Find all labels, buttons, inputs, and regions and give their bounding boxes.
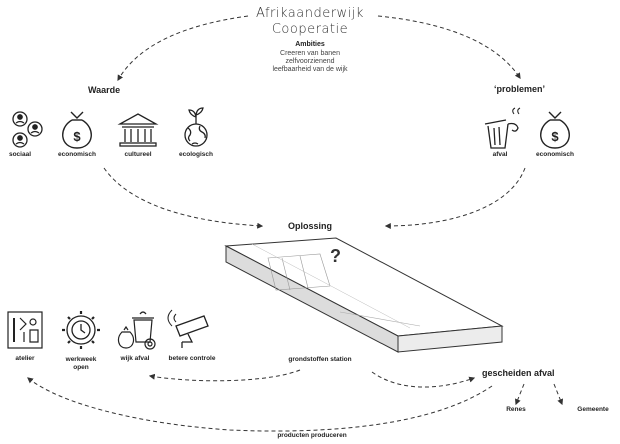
ambitie-item: Creeren van banen xyxy=(280,50,340,57)
money-bag-icon xyxy=(540,111,570,149)
gear-clock-icon xyxy=(62,311,100,349)
station-label: grondstoffen station xyxy=(288,356,352,363)
arrow-gescheiden-to-gemeente xyxy=(553,383,564,406)
oplossing-question-mark: ? xyxy=(330,246,341,266)
station-building xyxy=(224,237,504,353)
gescheiden-item-renes: Renes xyxy=(506,406,526,413)
outcome-label-atelier: atelier xyxy=(15,355,35,362)
outcome-label-werkweek: werkweek open xyxy=(65,356,97,371)
money-bag-icon xyxy=(62,111,92,149)
arrow-gescheiden-to-producten xyxy=(27,377,493,432)
earth-plant-icon xyxy=(184,107,208,147)
ambitie-item: leefbaarheid van de wijk xyxy=(272,66,348,73)
tools-board-icon xyxy=(7,311,43,349)
money-bag-symbol: $ xyxy=(551,129,559,144)
trash-bin-icon xyxy=(484,107,521,149)
people-network-icon xyxy=(12,111,43,148)
arrow-station-to-gescheiden xyxy=(371,371,476,388)
problemen-label-economisch: economisch xyxy=(536,151,574,158)
problemen-heading: ‘problemen’ xyxy=(494,84,546,94)
producten-produceren-label: producten produceren xyxy=(277,432,347,439)
outcome-label-wijk-afval: wijk afval xyxy=(120,355,150,362)
gescheiden-item-gemeente: Gemeente xyxy=(577,406,609,413)
waarde-label-sociaal: sociaal xyxy=(8,151,32,158)
museum-icon xyxy=(117,113,159,147)
arrow-gescheiden-to-renes xyxy=(514,383,525,406)
waarde-label-ecologisch: ecologisch xyxy=(179,151,213,158)
security-camera-icon xyxy=(167,309,209,348)
waarde-heading: Waarde xyxy=(88,85,121,95)
ambities-heading: Ambities xyxy=(295,41,325,48)
arrow-problemen-to-oplossing xyxy=(384,167,526,229)
waarde-label-economisch: economisch xyxy=(58,151,96,158)
ambitie-item: zelfvoorzienend xyxy=(285,58,335,65)
title-line-2: Cooperatie xyxy=(271,22,349,37)
outcome-label-betere-controle: betere controle xyxy=(168,355,216,362)
title-line-1: Afrikaanderwijk xyxy=(256,6,364,21)
money-bag-symbol: $ xyxy=(73,129,81,144)
problemen-label-afval: afval xyxy=(492,151,508,158)
oplossing-heading: Oplossing xyxy=(288,221,333,231)
waste-sorting-icon xyxy=(117,311,156,350)
arrow-title-to-problemen xyxy=(377,15,521,80)
arrow-waarde-to-oplossing xyxy=(103,167,264,229)
gescheiden-afval-heading: gescheiden afval xyxy=(482,368,555,378)
waarde-label-cultureel: cultureel xyxy=(124,151,152,158)
arrow-station-to-outcomes xyxy=(148,369,301,382)
arrow-title-to-waarde xyxy=(117,15,249,82)
